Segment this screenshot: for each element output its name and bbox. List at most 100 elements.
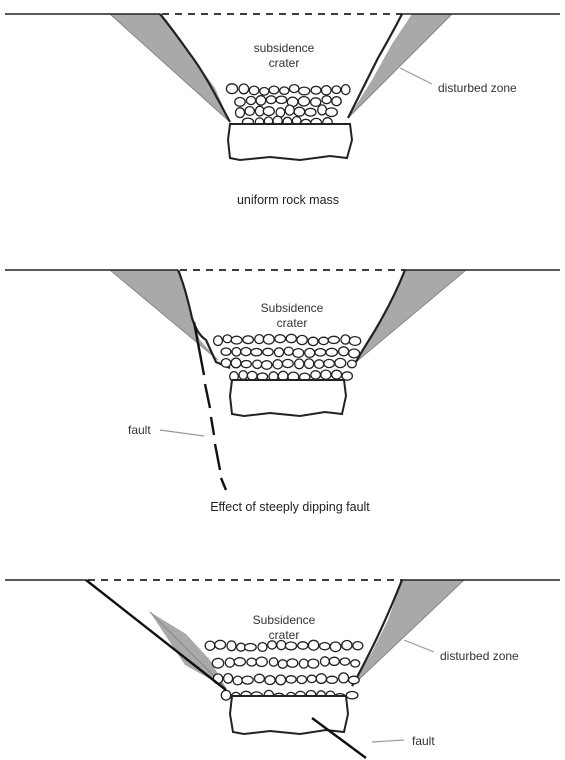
- fault-label: fault: [412, 734, 435, 748]
- rubble-pebble: [214, 336, 223, 346]
- cave-opening: [230, 696, 348, 734]
- rubble-pebble: [322, 96, 331, 104]
- caption-steep-fault: Effect of steeply dipping fault: [210, 500, 370, 514]
- rubble-pebble: [332, 86, 341, 94]
- rubble-pebble: [269, 658, 278, 666]
- rubble-pebble: [311, 371, 321, 379]
- zone-label: disturbed zone: [438, 81, 517, 95]
- rubble-pebble: [321, 370, 331, 379]
- rubble-pebble: [239, 371, 247, 380]
- rubble-pebble: [239, 84, 249, 94]
- rubble-pebble: [282, 359, 293, 367]
- rubble-pebble: [342, 372, 352, 380]
- rubble-pebble: [275, 335, 286, 343]
- rubble-pebble: [297, 335, 307, 344]
- rubble-pebble: [243, 336, 254, 344]
- rubble-pebble: [341, 85, 350, 95]
- rubble-pebble: [349, 337, 360, 346]
- crater-label: Subsidencecrater: [253, 613, 316, 642]
- rubble-pebble: [241, 361, 251, 368]
- fault-leader-line: [160, 430, 204, 436]
- cave-opening: [230, 380, 346, 416]
- rubble-pebble: [256, 96, 266, 105]
- rubble-pebble: [241, 348, 251, 356]
- rubble-pebble: [225, 658, 234, 667]
- rubble-pebble: [348, 360, 357, 368]
- rubble-pebble: [315, 349, 326, 356]
- rubble-pebble: [223, 335, 232, 343]
- rubble-pebble: [221, 359, 230, 368]
- rubble-pebble: [235, 98, 245, 107]
- rubble-pebble: [307, 675, 316, 682]
- rubble-pebble: [286, 334, 296, 342]
- rubble-pebble: [330, 642, 341, 652]
- rubble-pebble: [233, 676, 242, 685]
- rubble-pebble: [280, 87, 289, 94]
- rubble-pebble: [305, 348, 315, 357]
- rubble-pebble: [234, 658, 245, 666]
- rubble-pebble: [227, 641, 236, 651]
- rubble-pebble: [249, 86, 259, 95]
- rubble-pebble: [274, 348, 283, 357]
- cave-opening: [228, 124, 352, 160]
- rubble-pebble: [236, 108, 245, 118]
- rubble-pebble: [339, 673, 349, 683]
- rubble-pebble: [247, 371, 257, 380]
- rubble-pebble: [320, 643, 330, 650]
- rubble-pebble: [253, 360, 262, 368]
- rubble-pebble: [316, 674, 326, 684]
- rubble-pebble: [255, 335, 264, 344]
- rubble-pebble: [221, 348, 231, 355]
- rubble-pebble: [273, 360, 282, 369]
- rubble-pebble: [263, 348, 273, 355]
- rubble-pebble: [287, 659, 298, 667]
- rubble-pebble: [308, 659, 319, 668]
- rubble-pebble: [335, 358, 346, 367]
- rubble-pebble: [245, 107, 254, 116]
- rubble-pebble: [278, 660, 287, 668]
- rubble-pebble: [254, 674, 264, 683]
- rubble-pebble: [293, 349, 304, 358]
- rubble-pebble: [342, 641, 352, 650]
- rubble-pebble: [308, 337, 318, 345]
- caved-rubble: [214, 334, 361, 381]
- rubble-pebble: [322, 86, 332, 95]
- rubble-pebble: [339, 347, 349, 356]
- rubble-pebble: [266, 96, 276, 104]
- rubble-pebble: [286, 676, 296, 683]
- crater-label: subsidencecrater: [254, 41, 315, 70]
- rubble-pebble: [305, 108, 316, 116]
- rubble-pebble: [285, 642, 296, 650]
- zone-leader-line: [400, 68, 432, 84]
- rubble-pebble: [276, 675, 286, 685]
- rubble-pebble: [298, 97, 309, 106]
- rubble-pebble: [258, 643, 267, 652]
- fault-leader-line: [372, 740, 404, 742]
- rubble-pebble: [231, 336, 242, 344]
- rubble-pebble: [284, 347, 293, 355]
- rubble-pebble: [324, 359, 335, 367]
- rubble-pebble: [314, 360, 323, 369]
- rubble-pebble: [215, 640, 226, 649]
- zone-boundary-right: [348, 14, 452, 118]
- rubble-pebble: [299, 659, 308, 668]
- rubble-pebble: [285, 105, 294, 115]
- rubble-pebble: [326, 108, 338, 117]
- fault-label: fault: [128, 423, 151, 437]
- panel-steep-fault: Subsidencecrater fault Effect of steeply…: [5, 270, 560, 514]
- rubble-pebble: [224, 674, 233, 684]
- rubble-pebble: [349, 349, 360, 358]
- rubble-pebble: [262, 361, 272, 370]
- rubble-pebble: [329, 657, 339, 665]
- rubble-pebble: [221, 690, 230, 700]
- rubble-pebble: [212, 658, 223, 668]
- rubble-pebble: [294, 107, 305, 116]
- rubble-pebble: [349, 676, 360, 684]
- rubble-pebble: [304, 359, 313, 369]
- rubble-pebble: [263, 335, 274, 345]
- rubble-pebble: [340, 658, 350, 665]
